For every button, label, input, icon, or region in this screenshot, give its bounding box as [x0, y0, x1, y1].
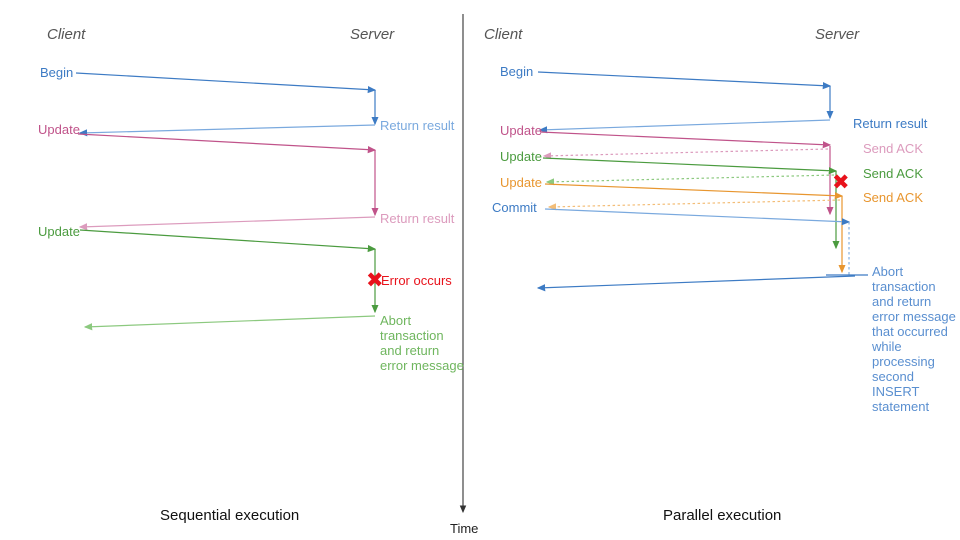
arrow-update-pink-request [77, 133, 377, 154]
arrow-update-green-request-p [542, 157, 838, 175]
right-label-update-green: Update [500, 149, 542, 164]
arrow-update-pink-request-p [539, 131, 832, 149]
right-label-send-ack-orange: Send ACK [863, 190, 923, 205]
right-label-return-result: Return result [853, 116, 928, 131]
arrow-abort-return-p [536, 275, 856, 292]
right-panel-arrows [536, 71, 868, 292]
left-panel-arrows [75, 72, 379, 331]
arrow-return-result-2 [78, 216, 376, 231]
right-label-commit: Commit [492, 200, 537, 215]
left-label-update-green: Update [38, 224, 80, 239]
ack-green [545, 174, 835, 186]
right-label-update-orange: Update [500, 175, 542, 190]
caption-sequential: Sequential execution [160, 507, 300, 524]
error-x-icon-left: ✖ [366, 269, 384, 292]
caption-parallel: Parallel execution [663, 507, 782, 524]
ack-pink [542, 148, 829, 160]
arrow-abort-return [83, 315, 376, 331]
arrow-commit-request [544, 208, 851, 226]
right-label-send-ack-green: Send ACK [863, 166, 923, 181]
right-header-client: Client [484, 26, 523, 43]
left-label-update-pink: Update [38, 122, 80, 137]
arrow-return-result-p [538, 119, 831, 134]
arrow-update-orange-request-p [544, 183, 844, 200]
right-label-begin: Begin [500, 64, 534, 79]
error-x-icon-right: ✖ [832, 171, 850, 194]
time-axis-label: Time [450, 521, 479, 536]
left-label-return-result-2: Return result [380, 211, 455, 226]
right-label-send-ack-pink: Send ACK [863, 141, 923, 156]
left-label-begin: Begin [40, 65, 74, 80]
left-label-abort-message: Abort transaction and return error messa… [380, 313, 464, 373]
arrow-return-result-1 [78, 124, 376, 137]
right-label-update-pink: Update [500, 123, 542, 138]
arrow-update-green-request [79, 229, 377, 253]
arrow-begin-request-p [537, 71, 832, 90]
right-header-server: Server [815, 26, 860, 43]
right-label-abort-message: Abort transaction and return error messa… [872, 264, 956, 414]
ack-orange [547, 199, 841, 211]
left-header-server: Server [350, 26, 395, 43]
left-label-return-result-1: Return result [380, 118, 455, 133]
left-label-error-occurs: Error occurs [381, 273, 452, 288]
arrow-begin-request [75, 72, 377, 94]
left-header-client: Client [47, 26, 86, 43]
